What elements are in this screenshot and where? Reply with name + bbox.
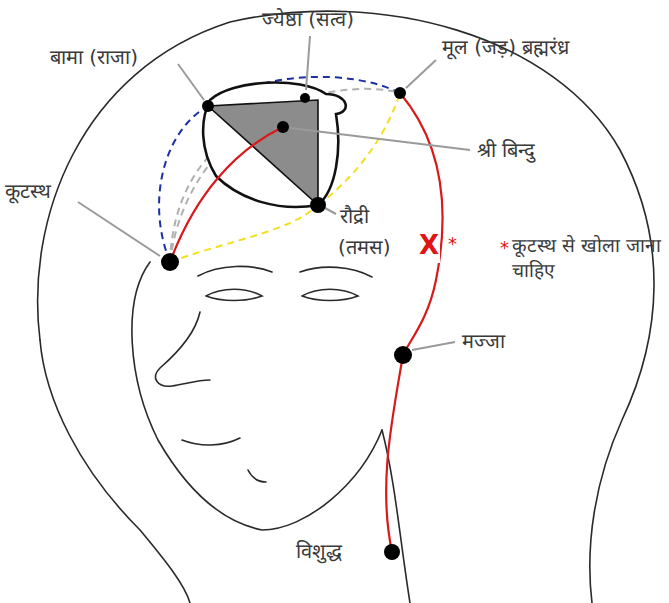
asterisk-mark: * [500, 236, 509, 259]
channels [159, 77, 400, 262]
point-label: (तमस) [338, 234, 391, 260]
point-label: मूल (जड़) ब्रह्मरंध्र [442, 34, 569, 60]
back-contour [40, 340, 190, 603]
leader-line [290, 128, 470, 150]
mouth [182, 438, 240, 445]
note-text: कूटस्थ से खोला जाना चाहिए [512, 233, 664, 282]
points [161, 87, 412, 560]
point-dot [394, 87, 406, 99]
red-line [386, 355, 403, 552]
leader-line [306, 36, 310, 90]
red-line [170, 127, 283, 262]
leader-lines [78, 36, 470, 350]
leader-line [406, 60, 436, 88]
point-label: श्री बिन्दु [477, 137, 535, 163]
closed-eye [302, 289, 358, 300]
red-channel [170, 93, 443, 552]
point-label: रौद्री [340, 203, 369, 229]
point-label: कूटस्थ [5, 178, 51, 204]
leader-line [325, 208, 336, 214]
blocked-mark: X [418, 229, 440, 263]
brain-figure [203, 83, 346, 207]
point-dot [202, 100, 214, 112]
point-dot [161, 253, 179, 271]
leader-line [412, 342, 455, 350]
point-dot [300, 93, 310, 103]
eyebrow [198, 266, 272, 276]
red-line [400, 93, 443, 355]
blue-channel [159, 106, 208, 262]
skull-contour [38, 11, 654, 603]
brain-outline [203, 83, 346, 207]
grey-triangle [208, 100, 318, 205]
asterisk-mark: * [448, 232, 457, 255]
eyebrow [300, 267, 372, 277]
point-label: विशुद्ध [296, 538, 342, 564]
point-dot [310, 197, 326, 213]
point-label: बामा (राजा) [50, 44, 138, 70]
closed-eye [206, 289, 262, 300]
point-dot [394, 346, 412, 364]
nose [156, 312, 210, 386]
point-label: ज्येष्ठा (सत्व) [262, 6, 354, 32]
point-dot [384, 544, 400, 560]
leader-line [78, 202, 160, 256]
point-dot [277, 121, 289, 133]
chin-line [248, 470, 266, 482]
leader-line [178, 64, 204, 100]
head-outline [38, 11, 654, 603]
point-label: मज्जा [462, 328, 505, 354]
face-contour [132, 262, 382, 530]
